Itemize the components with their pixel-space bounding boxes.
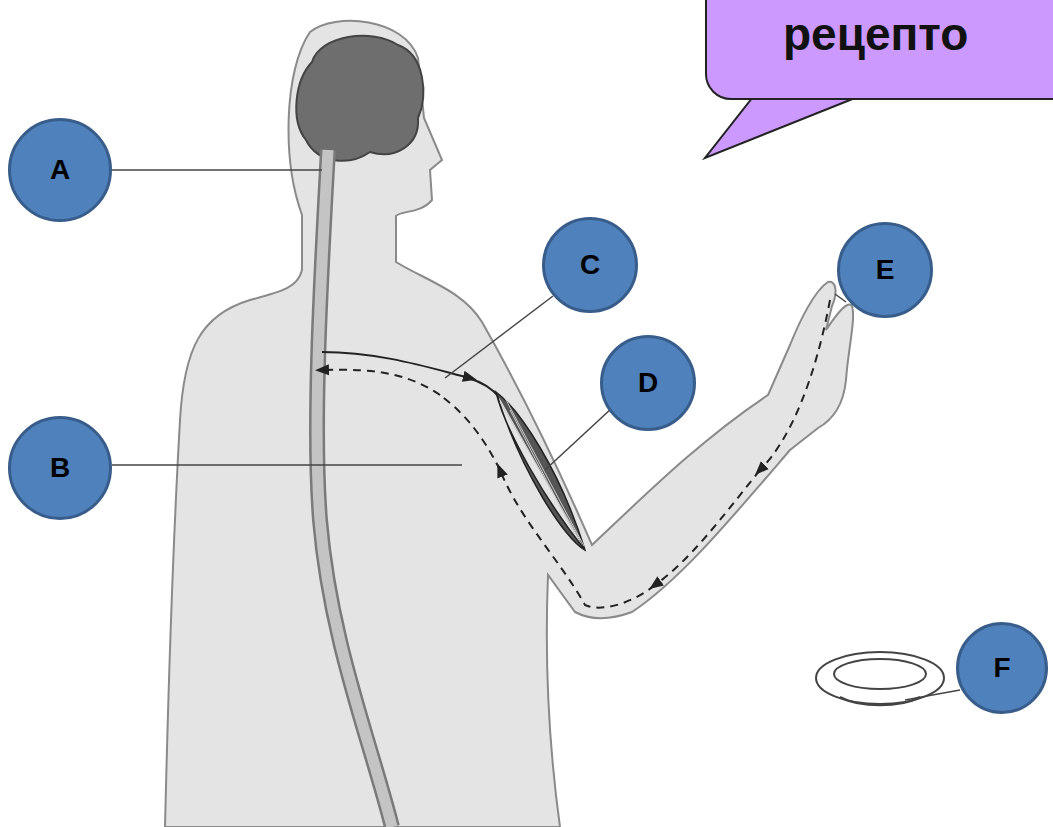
sensory-nerve: [760, 300, 830, 470]
sensory-nerve: [440, 395, 500, 470]
callout-circle: A: [8, 118, 112, 222]
body-silhouette: [165, 21, 853, 827]
callout-circle: F: [956, 622, 1048, 714]
muscle-fibres: [500, 398, 584, 546]
speech-bubble: рецепто: [705, 0, 1053, 100]
callout-letter: C: [580, 251, 600, 279]
plate-base: [840, 697, 920, 705]
leader-line: [445, 296, 553, 378]
callout-letter: B: [50, 454, 70, 482]
callout-circle: B: [8, 416, 112, 520]
biceps-muscle: [496, 392, 585, 550]
leader-line: [112, 464, 462, 466]
spinal-cord-outline: [317, 150, 392, 827]
motor-nerve: [468, 378, 500, 398]
sensory-nerve: [655, 470, 760, 585]
callout-letter: D: [638, 369, 658, 397]
spinal-cord: [317, 150, 392, 827]
leader-line: [905, 690, 960, 700]
callout-letter: F: [993, 654, 1010, 682]
callout-circle: D: [600, 335, 696, 431]
callout-circle: E: [837, 222, 933, 318]
callout-letter: E: [876, 256, 895, 284]
brain: [296, 36, 423, 161]
bubble-text: рецепто: [783, 8, 1053, 61]
callout-letter: A: [50, 156, 70, 184]
plate-inner: [834, 659, 926, 689]
leader-line: [112, 169, 322, 171]
callout-circle: C: [542, 217, 638, 313]
sensory-nerve: [322, 370, 440, 395]
sensory-nerve: [500, 470, 655, 608]
motor-nerve: [322, 352, 470, 378]
leader-line: [545, 408, 612, 470]
